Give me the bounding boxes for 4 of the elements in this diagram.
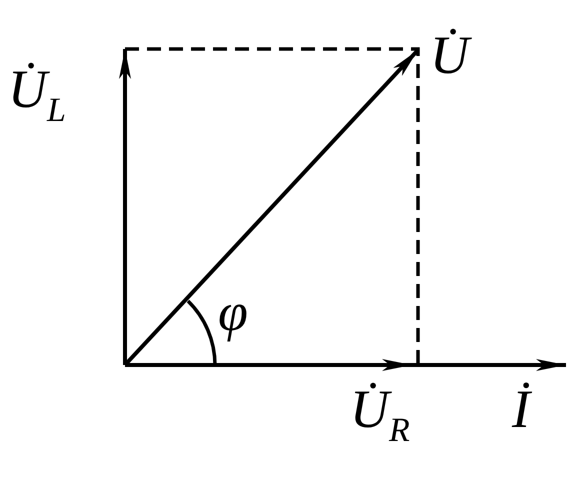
vector-label: U̇$_{L}$ xyxy=(8,62,66,128)
vector-label: U̇$_{R}$ xyxy=(350,382,410,448)
vector-label: İ xyxy=(512,382,530,436)
angle-label: φ xyxy=(218,285,248,339)
